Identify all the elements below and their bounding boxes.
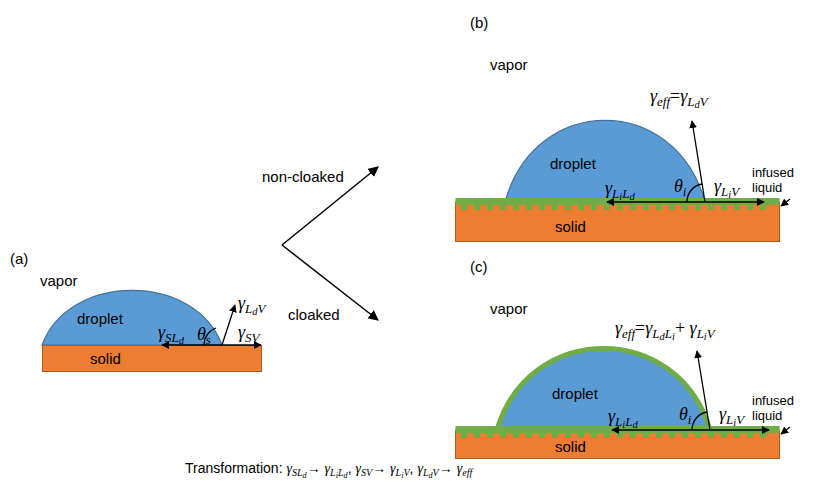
tension-vector [222,305,235,345]
panel-tag: (a) [10,250,28,267]
symbol-label: γLiV [719,404,744,429]
droplet-shape: droplet [42,288,222,345]
symbol-label: γLiLd [605,178,635,203]
shape-outline [42,345,262,372]
phase-label: vapor [490,56,528,73]
tension-vector [692,121,705,202]
symbol-label: γSLd [158,322,184,347]
shape-outline [497,345,710,430]
tension-vector [612,429,710,430]
shape-outline [455,198,780,242]
formula-caption: Transformation: γSLd→ γLiLd, γSV→ γLiV, … [185,460,472,480]
shape-outline [42,288,222,345]
phase-label: vapor [40,272,78,289]
node-label: droplet [550,155,596,172]
tension-vector [697,351,710,430]
node-label: solid [90,350,121,367]
panel-tag: (c) [470,258,488,275]
shape-outline [455,426,780,459]
leader-arrow [781,199,790,206]
symbol-label: θi [679,404,691,428]
droplet-shape: droplet [497,345,710,430]
leader-arrow [781,427,790,434]
symbol-label: γeff=γLdLi+ γLiV [615,318,715,343]
solid-substrate: solid [42,345,262,372]
phase-label: vapor [490,300,528,317]
symbol-label: θi [674,176,686,200]
solid-substrate: solid [455,426,780,459]
symbol-label: γSV [238,322,260,346]
angle-arc [692,412,707,430]
symbol-label: γeff=γLdV [650,86,708,111]
angle-arc [687,184,702,202]
symbol-label: γLiLd [608,406,638,431]
panel-tag: (b) [470,14,488,31]
tension-vector [705,201,764,202]
note-label: infused liquid [752,166,810,196]
node-label: droplet [552,385,598,402]
symbol-label: γLiV [714,176,739,201]
solid-substrate: solid [455,198,780,242]
node-label: solid [555,218,586,235]
node-label: solid [555,438,586,455]
note-label: infused liquid [752,394,810,424]
symbol-label: γLdV [238,293,265,318]
symbol-label: θs [197,324,211,348]
edge-label: cloaked [288,306,340,323]
tension-vector [710,429,769,430]
node-label: droplet [77,310,123,327]
edge-label: non-cloaked [262,168,344,185]
